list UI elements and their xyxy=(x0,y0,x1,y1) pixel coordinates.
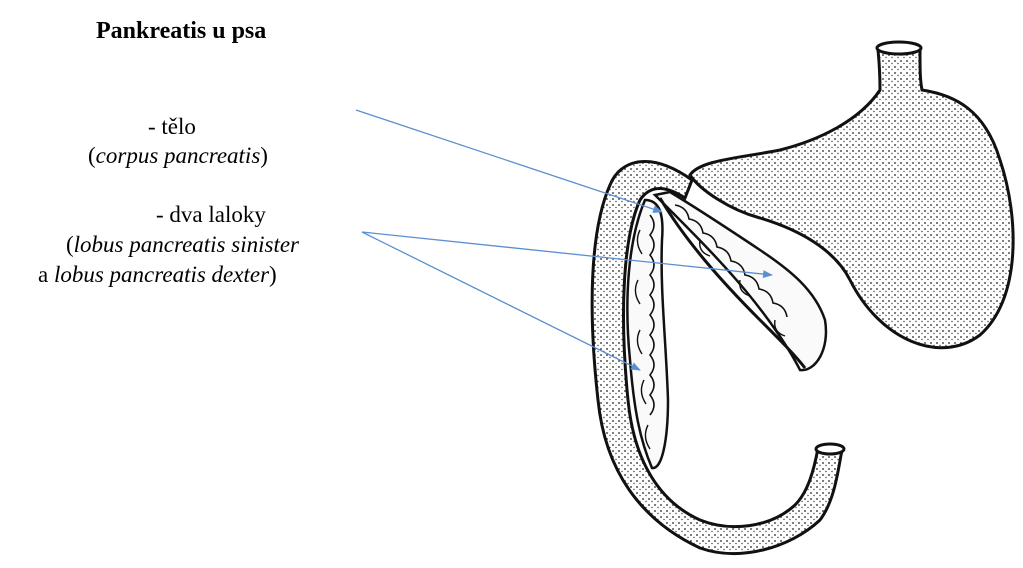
arrow-body xyxy=(356,110,662,212)
esophagus-opening xyxy=(877,42,921,54)
stomach xyxy=(690,42,1013,348)
duodenum-opening xyxy=(816,444,844,454)
